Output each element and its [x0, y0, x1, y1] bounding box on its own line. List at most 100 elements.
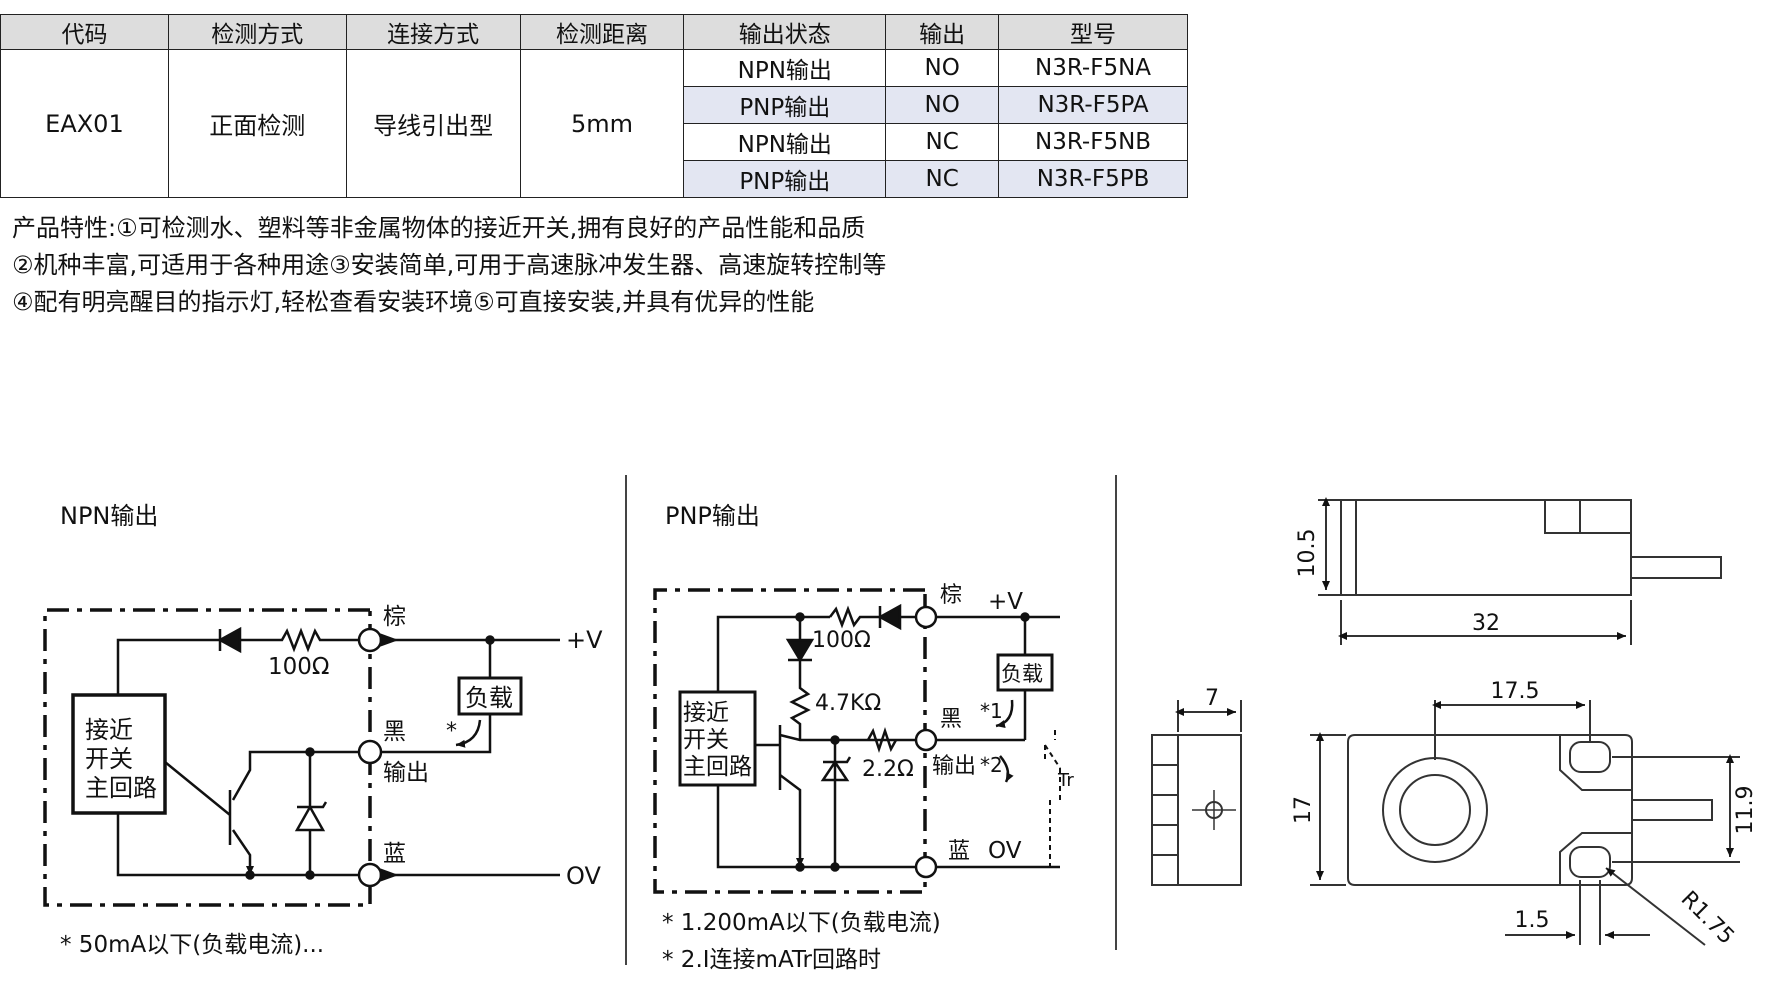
npn-wire — [381, 640, 492, 754]
cell-output-state: PNP输出 — [683, 160, 887, 198]
pnp-load-box — [996, 653, 1054, 692]
terminal-blue — [357, 862, 383, 888]
pnp-resistor-mid: 4.7KΩ — [815, 691, 881, 716]
extension-line — [1612, 756, 1740, 863]
npn-plus-v: +V — [566, 626, 603, 654]
npn-circuit: NPN输出 接近 开关 主回路 100Ω 棕 黑 输出 蓝 — [43, 502, 603, 958]
dim-hole-offset: 17.5 — [1491, 679, 1540, 704]
current-arrow — [455, 719, 482, 748]
pnp-title: PNP输出 — [665, 502, 760, 530]
center-mark — [1192, 790, 1236, 830]
junction-dot — [305, 870, 315, 880]
npn-note: * 50mA以下(负载电流)... — [60, 932, 324, 958]
sensing-face-outer — [1382, 757, 1488, 863]
cell-model: N3R-F5NA — [998, 49, 1188, 87]
cell-output: NC — [885, 160, 1000, 198]
pnp-note1: * 1.200mA以下(负载电流) — [662, 910, 941, 936]
header-output-state: 输出状态 — [683, 14, 887, 50]
dim-height: 10.5 — [1295, 529, 1320, 578]
pnp-note2: * 2.I连接mATr回路时 — [662, 947, 881, 973]
cell-output: NC — [885, 123, 1000, 161]
pnp-resistor-out: 2.2Ω — [862, 757, 914, 782]
table-row: PNP输出 NC N3R-F5PB — [1, 160, 1188, 198]
terminal-black — [357, 739, 383, 765]
side-view-ribs — [1152, 764, 1178, 856]
table-header-row: 代码 检测方式 连接方式 检测距离 输出状态 输出 型号 — [0, 14, 1188, 50]
npn-enclosure — [43, 608, 372, 907]
cell-model: N3R-F5PB — [998, 160, 1188, 198]
transistor-emitter — [779, 774, 804, 867]
resistor-icon — [789, 685, 811, 740]
junction-dot — [305, 747, 315, 757]
pnp-circuit-label: 主回路 — [683, 754, 752, 780]
npn-wire — [116, 813, 359, 877]
pnp-wire — [716, 785, 916, 869]
resistor-icon — [829, 605, 880, 629]
pnp-main-circuit-box — [678, 690, 757, 787]
extension-line — [1318, 499, 1340, 596]
pnp-wire-black-label: 黑 — [940, 707, 962, 732]
extension-line — [1177, 700, 1242, 732]
npn-circuit-label: 主回路 — [85, 774, 157, 802]
arrow-icon — [379, 868, 399, 882]
table-row: EAX01 正面检测 导线引出型 5mm NPN输出 NO N3R-F5NA — [0, 49, 1188, 198]
header-code: 代码 — [0, 14, 169, 50]
pnp-wire-brown-label: 棕 — [940, 583, 962, 608]
pnp-wire-blue-label: 蓝 — [948, 839, 970, 864]
spec-table: 代码 检测方式 连接方式 检测距离 输出状态 输出 型号 EAX01 正面检测 … — [0, 14, 1188, 198]
terminal-blue — [914, 855, 938, 879]
diode-icon — [785, 617, 815, 685]
npn-star: * — [446, 719, 457, 744]
npn-output-label: 输出 — [383, 760, 429, 786]
pnp-load-label: 负载 — [1001, 662, 1043, 686]
external-transistor — [1044, 730, 1061, 867]
diode-icon — [877, 603, 902, 631]
table-row: NPN输出 NC N3R-F5NB — [1, 123, 1188, 161]
front-view-cable — [1631, 799, 1713, 821]
transistor-emitter — [231, 829, 254, 875]
cell-code: EAX01 — [0, 49, 169, 198]
diode-icon — [217, 626, 242, 654]
extension-line — [1579, 880, 1601, 945]
pnp-circuit: PNP输出 接近 开关 主回路 100Ω 4.7KΩ 2.2Ω 棕 +V 黑 — [653, 502, 1074, 973]
header-output: 输出 — [885, 14, 1000, 50]
pnp-zero-v: OV — [988, 838, 1022, 864]
header-model: 型号 — [998, 14, 1188, 50]
mount-hole-bottom — [1569, 846, 1611, 878]
zener-icon — [820, 740, 852, 867]
feature-line: 产品特性:①可检测水、塑料等非金属物体的接近开关,拥有良好的产品性能和品质 — [12, 214, 866, 242]
npn-zero-v: OV — [566, 862, 601, 890]
npn-wire — [164, 761, 232, 845]
current-arrow — [999, 755, 1014, 783]
mount-hole-top — [1569, 741, 1611, 773]
junction-dot — [245, 870, 255, 880]
arrow-icon — [379, 633, 399, 647]
dimension-drawing: 10.5 32 7 17.5 17 11.9 1.5 — [1151, 497, 1758, 950]
cell-distance: 5mm — [519, 49, 685, 198]
cell-output-state: NPN输出 — [683, 123, 887, 161]
pnp-star1: *1 — [980, 699, 1003, 723]
current-arrow — [995, 699, 1014, 728]
npn-resistor-label: 100Ω — [268, 654, 329, 680]
feature-line: ②机种丰富,可适用于各种用途③安装简单,可用于高速脉冲发生器、高速旋转控制等 — [12, 251, 887, 279]
pnp-tr-label: Tr — [1057, 770, 1074, 791]
pnp-star2: *2 — [980, 753, 1003, 777]
feature-line: ④配有明亮醒目的指示灯,轻松查看安装环境⑤可直接安装,并具有优异的性能 — [12, 288, 815, 316]
dim-hole-pitch: 11.9 — [1733, 786, 1758, 835]
terminal-black — [914, 728, 938, 752]
terminal-brown — [357, 627, 383, 653]
junction-dot — [795, 862, 805, 872]
pnp-resistor-top: 100Ω — [812, 628, 871, 653]
pnp-output-label: 输出 — [932, 754, 976, 779]
npn-wire-brown-label: 棕 — [383, 604, 406, 630]
dim-radius: R1.75 — [1676, 887, 1739, 950]
front-view-contour — [1559, 735, 1632, 885]
header-distance: 检测距离 — [519, 14, 685, 50]
cell-detection-method: 正面检测 — [167, 49, 347, 198]
npn-wire-blue-label: 蓝 — [383, 841, 406, 867]
header-detection-method: 检测方式 — [167, 14, 347, 50]
pnp-wire — [936, 615, 1060, 869]
resistor-icon — [240, 627, 358, 653]
top-view-cable — [1630, 556, 1722, 579]
